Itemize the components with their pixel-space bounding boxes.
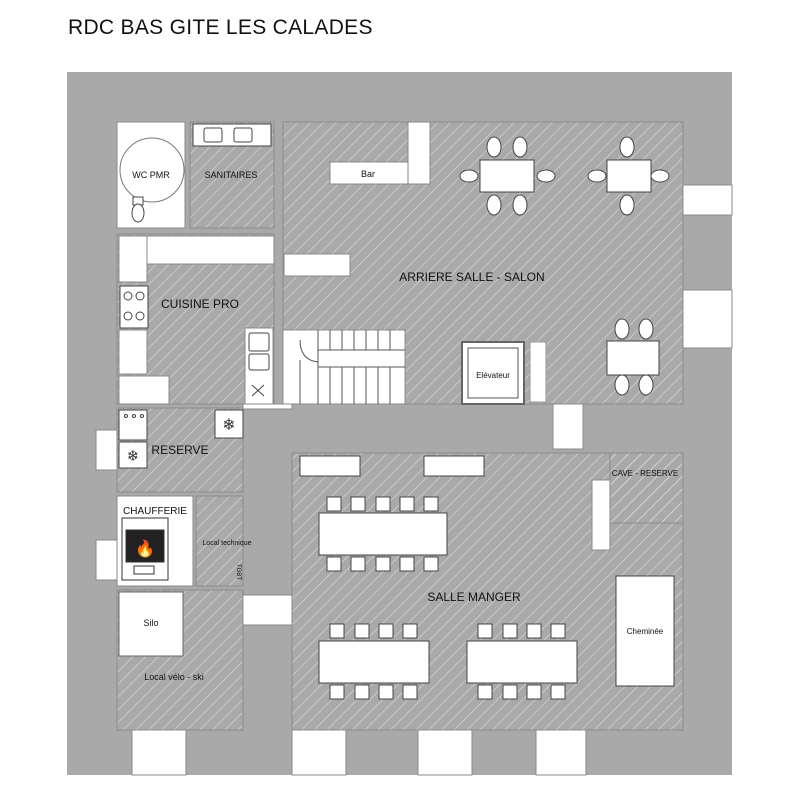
reserve-fixtures xyxy=(118,409,244,469)
dining-furniture xyxy=(299,455,675,700)
toilet-icon xyxy=(131,196,145,223)
fire-icon: 🔥 xyxy=(135,539,155,558)
label-elevateur: Elévateur xyxy=(476,371,510,380)
label-silo: Silo xyxy=(143,618,158,628)
label-reserve: RESERVE xyxy=(151,443,208,457)
label-tgbt: TGBT xyxy=(235,564,241,580)
label-sanitaires: SANITAIRES xyxy=(205,170,258,180)
snowflake-icon: ❄ xyxy=(127,447,140,465)
floor-cave-reserve xyxy=(609,452,684,524)
sink-icon xyxy=(248,332,270,397)
label-arriere-salle: ARRIERE SALLE - SALON xyxy=(399,270,544,284)
openings xyxy=(95,184,733,776)
elevator-cabin xyxy=(467,347,519,399)
plan-title: RDC BAS GITE LES CALADES xyxy=(68,16,373,39)
label-local-technique: Local technique xyxy=(202,540,251,547)
label-wc-pmr: WC PMR xyxy=(132,170,170,180)
label-local-velo: Local vélo - ski xyxy=(144,672,204,682)
label-cuisine-pro: CUISINE PRO xyxy=(161,297,239,311)
stove-icon xyxy=(119,285,149,329)
floor-wc-pmr xyxy=(116,121,186,229)
label-cheminee: Cheminée xyxy=(627,627,664,636)
boiler: 🔥 xyxy=(121,517,169,581)
wc-pmr-fixtures xyxy=(119,137,185,223)
silo xyxy=(118,591,184,657)
shaft-panel xyxy=(529,341,547,403)
label-chaufferie: CHAUFFERIE xyxy=(123,506,187,517)
label-bar: Bar xyxy=(361,169,375,179)
snowflake-icon: ❄ xyxy=(222,415,235,434)
kitchen-counters xyxy=(118,235,351,405)
label-salle-manger: SALLE MANGER xyxy=(427,590,521,604)
washbasins xyxy=(192,123,272,147)
salon-furniture xyxy=(459,136,670,396)
bar-counter xyxy=(329,121,431,185)
label-cave-reserve: CAVE - RESERVE xyxy=(612,469,678,478)
floor-local-technique xyxy=(195,495,244,587)
staircase-icon xyxy=(299,330,405,404)
